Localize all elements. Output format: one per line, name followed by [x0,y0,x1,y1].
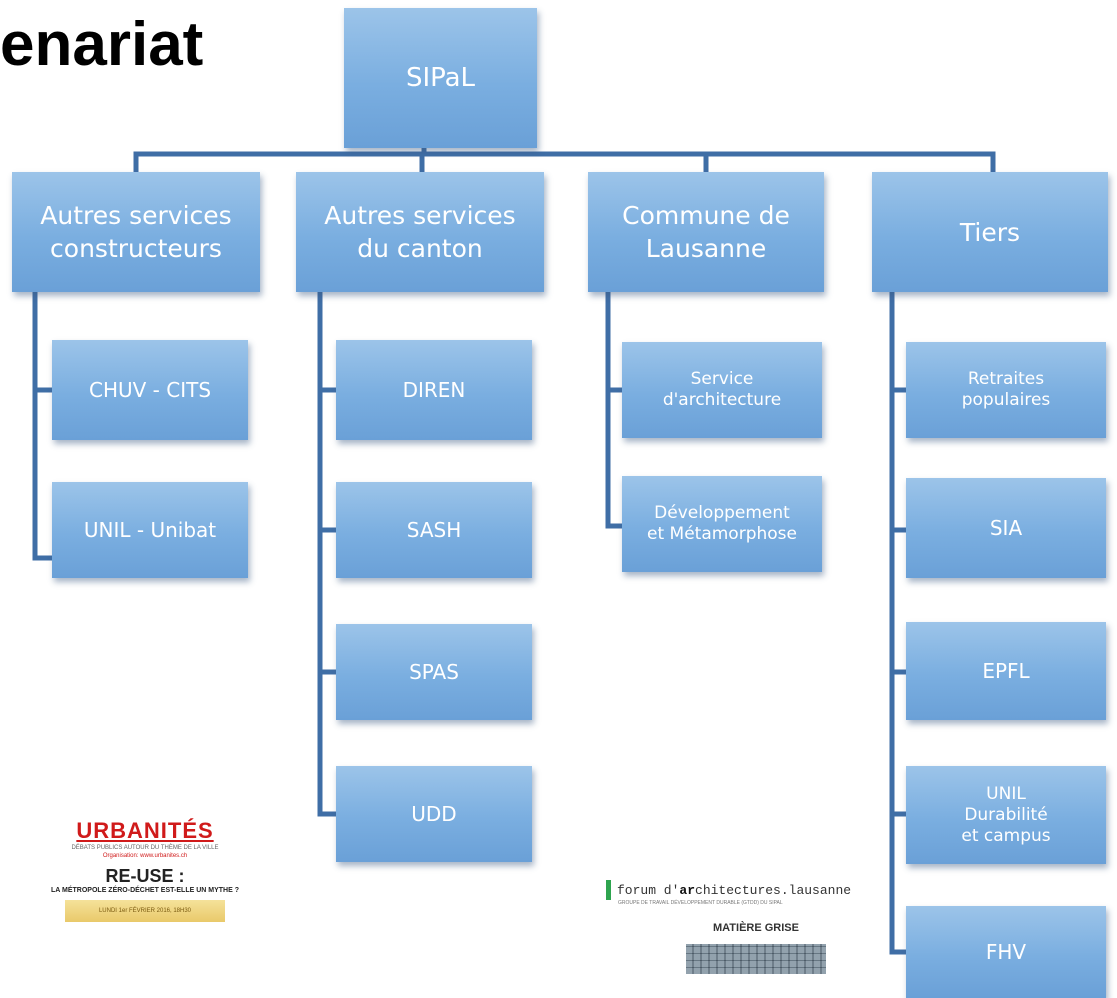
node-retraites-populaires: Retraites populaires [906,342,1106,438]
node-label: Retraites populaires [961,369,1051,410]
column-header-services-canton: Autres services du canton [296,172,544,292]
column-header-services-constructeurs: Autres services constructeurs [12,172,260,292]
node-label: CHUV - CITS [88,377,212,402]
forum-name-rest: chitectures.lausanne [695,882,852,898]
node-unil-unibat: UNIL - Unibat [52,482,248,578]
node-sia: SIA [906,478,1106,578]
node-label: UDD [411,801,457,826]
poster-heading: MATIÈRE GRISE [713,922,799,934]
node-fhv: FHV [906,906,1106,998]
poster-line: Organisation: www.urbanites.ch [102,853,188,859]
node-unil-durabilite-campus: UNIL Durabilité et campus [906,766,1106,864]
column-header-label: Commune de Lausanne [622,201,790,263]
column-header-label: Autres services constructeurs [40,201,232,263]
node-label: FHV [985,940,1027,964]
forum-name-bold: ar [679,882,696,898]
node-service-architecture: Service d'architecture [622,342,822,438]
poster-title: URBANITÉS [76,818,214,843]
node-developpement-metamorphose: Développement et Métamorphose [622,476,822,572]
node-label: UNIL Durabilité et campus [961,783,1051,846]
forum-name: forum d'architectures.lausanne [617,883,851,898]
column-header-commune-lausanne: Commune de Lausanne [588,172,824,292]
node-label: DIREN [402,377,466,402]
poster-headline: RE-USE : [105,866,185,886]
forum-header: forum d'architectures.lausanne [606,880,906,900]
node-epfl: EPFL [906,622,1106,720]
column-header-label: Tiers [959,217,1021,247]
poster-subheadline: LA MÉTROPOLE ZÉRO-DÉCHET EST-ELLE UN MYT… [51,887,239,894]
forum-logo-icon [606,880,611,900]
forum-subtitle: GROUPE DE TRAVAIL DÉVELOPPEMENT DURABLE … [618,900,783,906]
poster-urbanites: URBANITÉS DÉBATS PUBLICS AUTOUR DU THÈME… [40,818,250,998]
node-sash: SASH [336,482,532,578]
node-chuv-cits: CHUV - CITS [52,340,248,440]
node-diren: DIREN [336,340,532,440]
page-title: enariat [0,10,204,79]
node-spas: SPAS [336,624,532,720]
poster-date: LUNDI 1er FÉVRIER 2016, 18H30 [65,900,225,922]
column-header-tiers: Tiers [872,172,1108,292]
node-label: SASH [406,517,462,542]
node-label: UNIL - Unibat [83,517,217,542]
node-label: Service d'architecture [662,369,782,410]
building-image [686,944,826,974]
node-label: SPAS [409,659,459,684]
root-node: SIPaL [344,8,537,148]
node-label: Développement et Métamorphose [647,503,797,544]
poster-line: DÉBATS PUBLICS AUTOUR DU THÈME DE LA VIL… [71,845,219,851]
node-label: SIA [989,515,1023,540]
poster-forum-architectures: forum d'architectures.lausanne GROUPE DE… [606,880,906,998]
column-header-label: Autres services du canton [324,201,516,263]
node-label: EPFL [982,658,1030,683]
root-node-label: SIPaL [405,63,476,93]
node-udd: UDD [336,766,532,862]
forum-name-prefix: forum d' [617,882,680,898]
